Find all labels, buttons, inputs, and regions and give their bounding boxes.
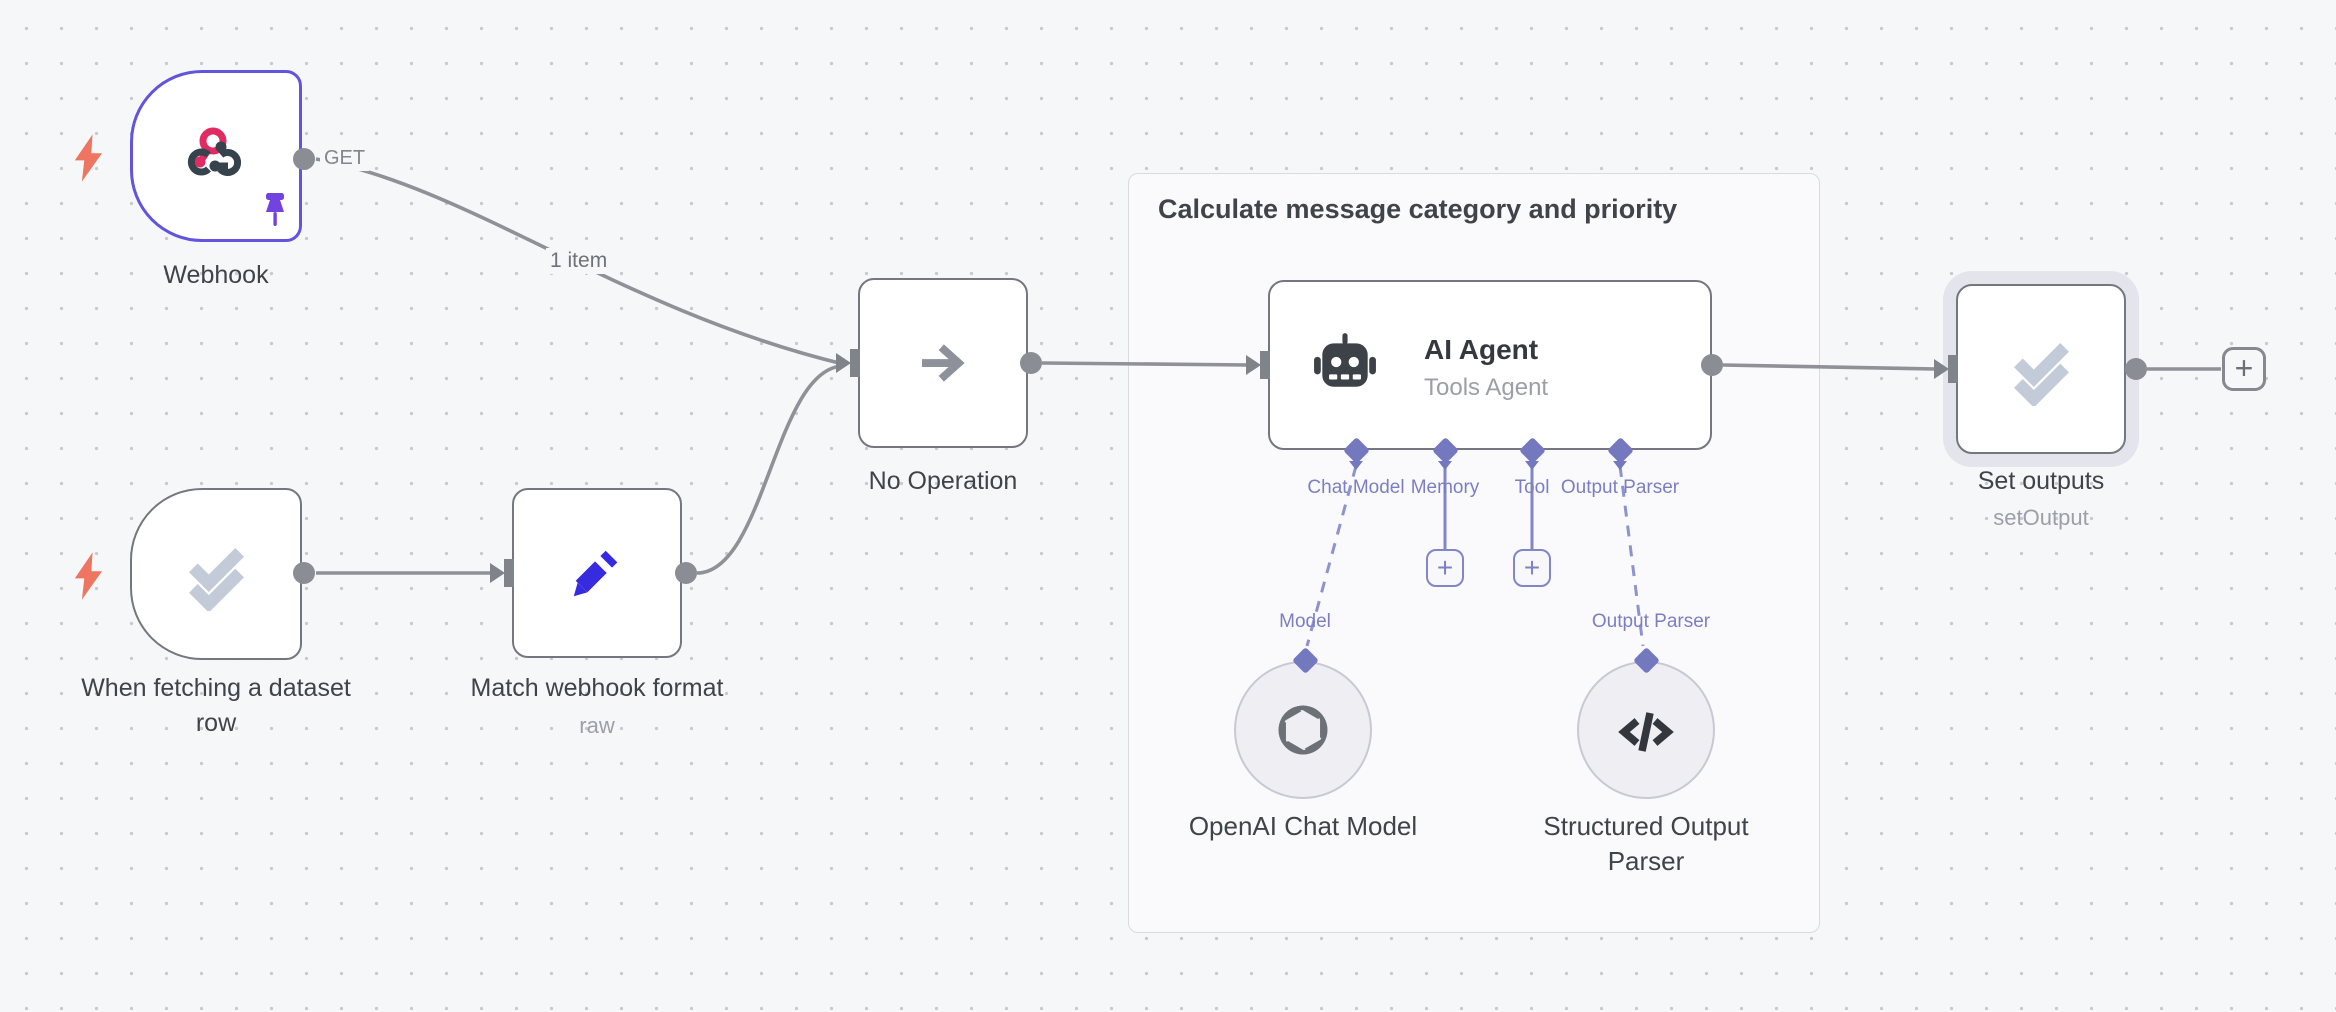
agent-input-connector[interactable] xyxy=(1246,349,1272,386)
parser-label-line1: Structured Output xyxy=(1543,811,1749,841)
dataset-node-label-line2: row xyxy=(195,709,237,737)
set-node-subtitle: setOutput xyxy=(1993,505,2089,530)
webhook-node-label: Webhook xyxy=(163,261,269,289)
webhook-trigger-bolt-icon xyxy=(74,134,102,182)
openai-model-label: OpenAI Chat Model xyxy=(1188,811,1418,841)
agent-port-chat-model-tip xyxy=(1349,461,1363,470)
set-node-label: Set outputs xyxy=(1977,467,2105,495)
double-check-icon xyxy=(2014,343,2069,406)
ai-agent-title: AI Agent xyxy=(1424,334,1539,365)
noop-output-connector[interactable] xyxy=(1020,352,1042,374)
agent-port-memory-tip xyxy=(1438,461,1452,470)
parser-port-label: Output Parser xyxy=(1591,611,1711,632)
match-node-label: Match webhook format xyxy=(470,674,724,702)
pencil-icon xyxy=(573,550,618,597)
add-memory-button[interactable]: + xyxy=(1426,549,1464,587)
agent-output-connector[interactable] xyxy=(1701,354,1723,376)
match-output-connector[interactable] xyxy=(675,562,697,584)
pin-icon xyxy=(266,193,284,226)
edge-items-count-label: 1 item xyxy=(546,248,612,274)
add-node-button[interactable]: + xyxy=(2222,347,2266,391)
model-port-label: Model xyxy=(1279,611,1331,632)
robot-icon xyxy=(1314,333,1376,387)
openai-logo-icon xyxy=(1278,705,1328,755)
ai-agent-subtitle: Tools Agent xyxy=(1424,374,1549,401)
webhook-output-label: GET xyxy=(320,146,370,171)
dataset-output-connector[interactable] xyxy=(293,562,315,584)
webhook-icon xyxy=(187,127,242,176)
dataset-node-label-line1: When fetching a dataset xyxy=(81,674,351,702)
agent-port-output-parser-tip xyxy=(1613,461,1627,470)
double-check-icon xyxy=(189,548,244,611)
agent-port-tool-tip xyxy=(1525,461,1539,470)
dataset-trigger-bolt-icon xyxy=(74,552,102,600)
agent-port-label-output-parser: Output Parser xyxy=(1560,477,1680,498)
noop-node-label: No Operation xyxy=(868,467,1018,495)
group-note-title: Calculate message category and priority xyxy=(1158,194,1678,224)
add-tool-button[interactable]: + xyxy=(1513,549,1551,587)
set-output-connector[interactable] xyxy=(2125,358,2147,380)
parser-label-line2: Parser xyxy=(1607,846,1685,876)
openai-model-node[interactable] xyxy=(1234,661,1372,799)
webhook-output-connector[interactable] xyxy=(293,148,315,170)
set-input-connector[interactable] xyxy=(1934,353,1960,390)
match-node-subtitle: raw xyxy=(579,713,615,738)
match-input-connector[interactable] xyxy=(490,557,516,594)
code-brackets-icon xyxy=(1618,712,1674,752)
arrow-right-icon xyxy=(922,344,965,382)
noop-input-connector[interactable] xyxy=(836,347,862,384)
